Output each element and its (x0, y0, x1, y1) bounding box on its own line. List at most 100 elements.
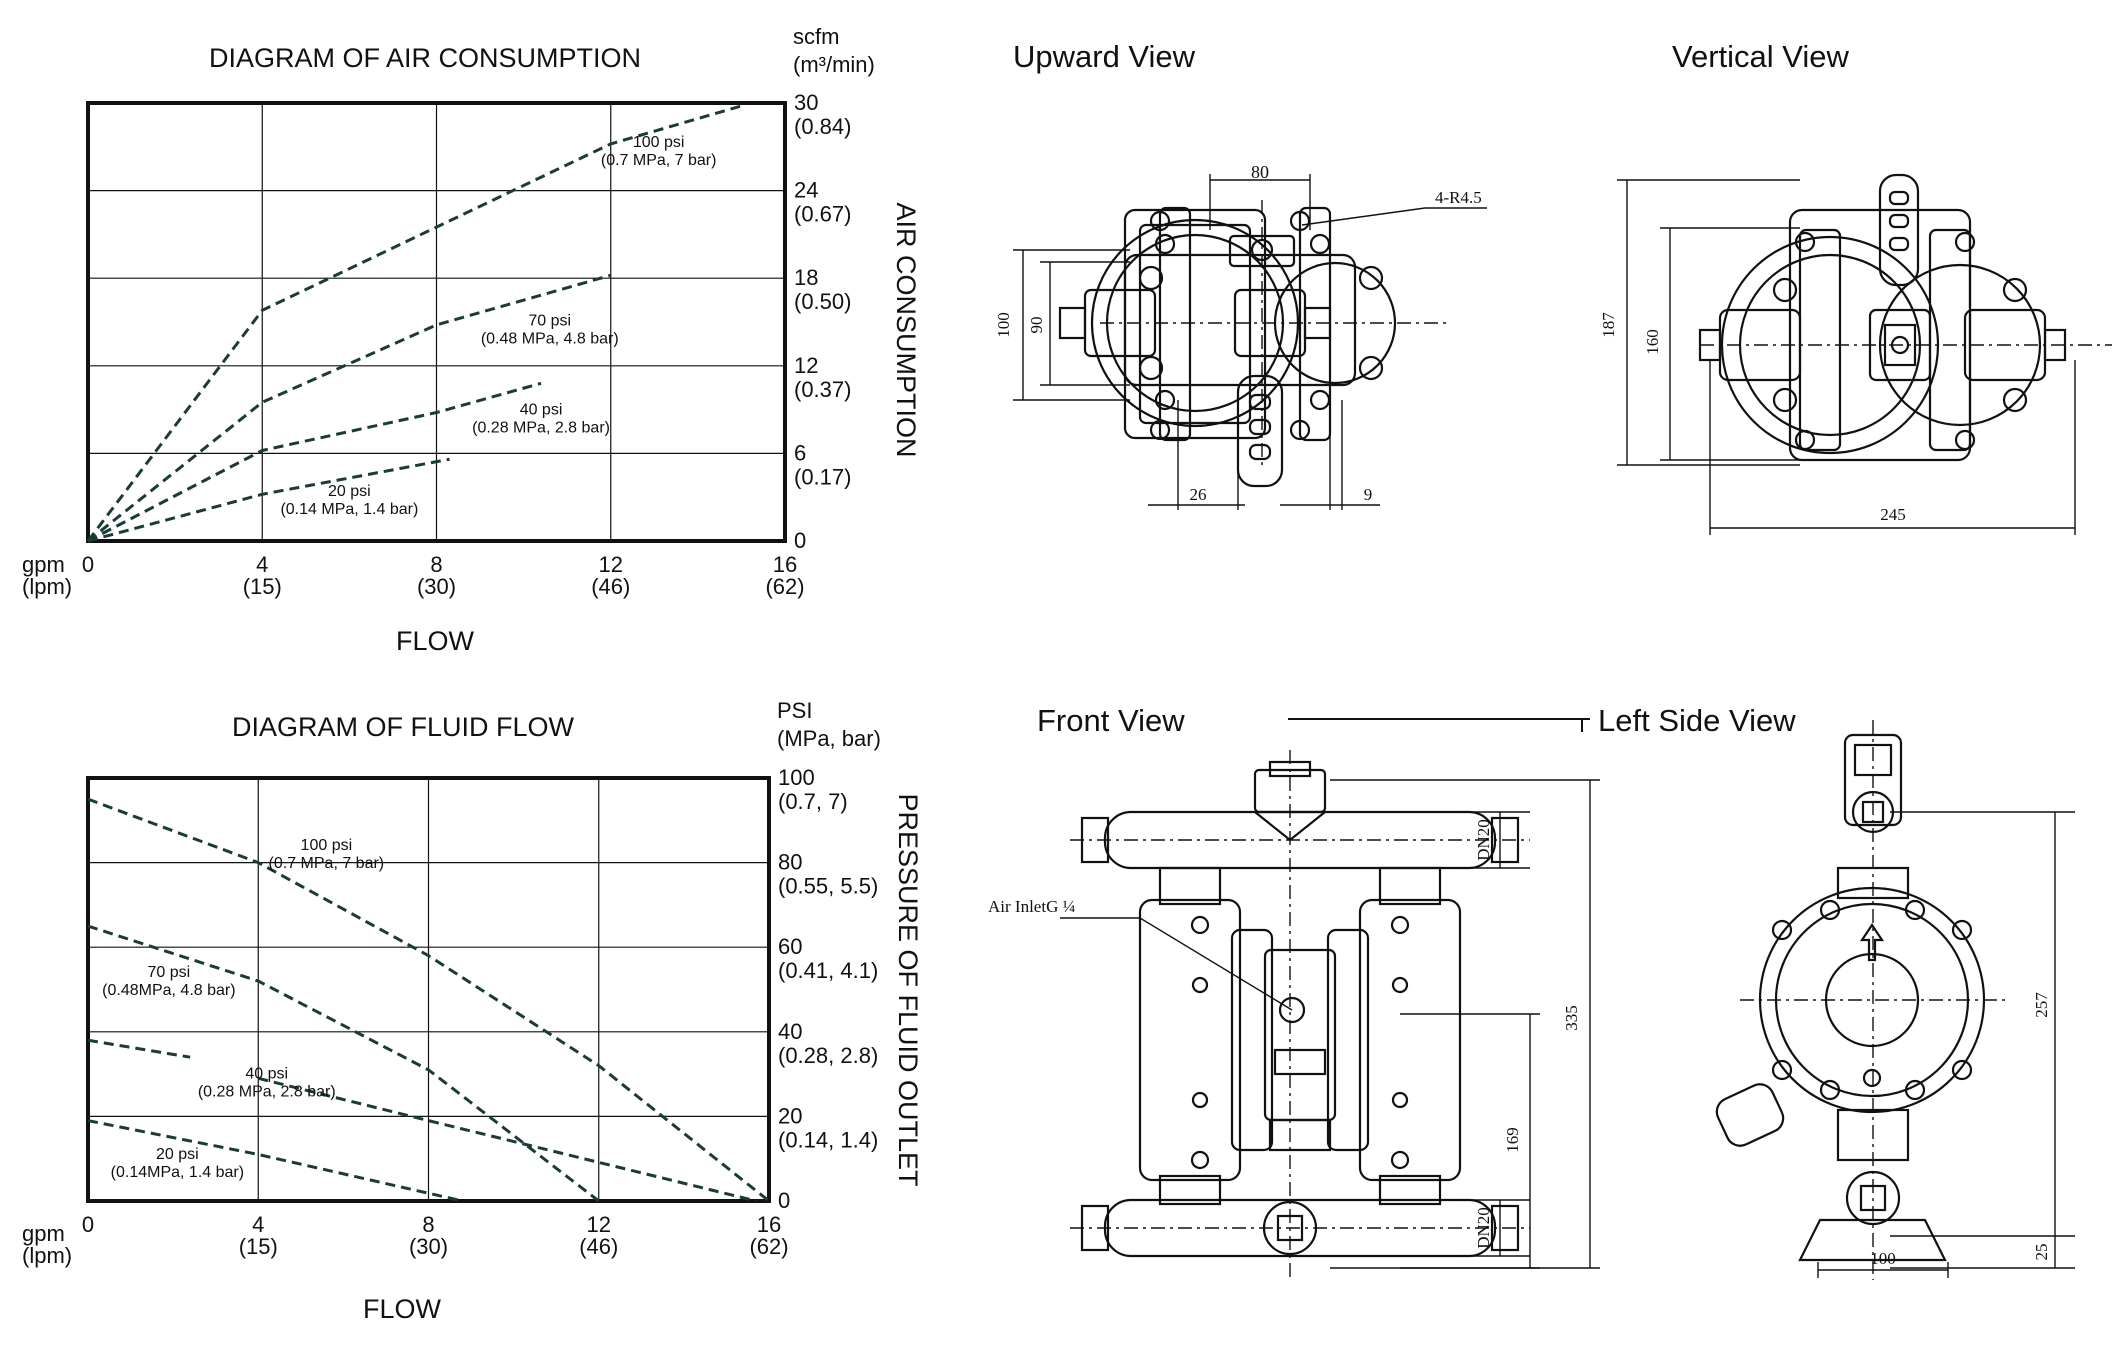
series-label: 70 psi (148, 964, 191, 981)
dim-160: 160 (1643, 329, 1662, 355)
x-tick-label: 16 (773, 552, 797, 577)
y-tick-label-metric: (0.17) (794, 464, 851, 489)
x-unit-top: gpm (22, 552, 65, 577)
x-tick-label: 4 (256, 552, 268, 577)
view-title: Vertical View (1672, 39, 1850, 74)
series-layer: 100 psi(0.7 MPa, 7 bar) 70 psi(0.48 MPa, … (86, 104, 742, 543)
y-tick-label: 0 (794, 528, 806, 553)
y-tick-label-metric: (0.28, 2.8) (778, 1043, 878, 1068)
y-tick-label: 20 (778, 1103, 802, 1128)
x-tick-label-metric: (46) (579, 1234, 618, 1259)
series-sublabel: (0.28 MPa, 2.8 bar) (472, 419, 610, 436)
series-label: 100 psi (301, 837, 353, 854)
y-tick-label: 12 (794, 353, 818, 378)
series-sublabel: (0.7 MPa, 7 bar) (269, 855, 385, 872)
y-unit-bottom: (MPa, bar) (777, 726, 881, 751)
series-label: 40 psi (245, 1066, 288, 1083)
dim-25: 25 (2032, 1244, 2051, 1261)
x-unit-bottom: (lpm) (22, 1243, 72, 1268)
y-tick-label-metric: (0.50) (794, 289, 851, 314)
vertical-view-drawing: Vertical View (1599, 39, 2112, 535)
x-tick-label-metric: (15) (243, 574, 282, 599)
dim-dn20-bottom: DN20 (1474, 1207, 1493, 1249)
chart-title: DIAGRAM OF FLUID FLOW (232, 712, 575, 742)
right-chamber (1358, 898, 1462, 1182)
chart-title: DIAGRAM OF AIR CONSUMPTION (209, 43, 641, 73)
front-view-drawing: Front View (988, 703, 1600, 1280)
left-side-view-drawing: Left Side View (1598, 703, 2075, 1280)
x-tick-label-metric: (62) (749, 1234, 788, 1259)
y-tick-label: 60 (778, 934, 802, 959)
pump-body (1123, 208, 1267, 440)
air-inlet-label: Air InletG ¼ (988, 897, 1076, 916)
y-tick-label-metric: (0.84) (794, 114, 851, 139)
air-valve (1263, 948, 1337, 1122)
x-tick-label-metric: (30) (417, 574, 456, 599)
series-label: 20 psi (328, 483, 371, 500)
dim-4-r45: 4-R4.5 (1435, 188, 1482, 207)
y-unit-top: scfm (793, 24, 839, 49)
series-line (86, 104, 742, 542)
series-line (87, 273, 612, 543)
air-consumption-chart: DIAGRAM OF AIR CONSUMPTION scfm (m³/min)… (22, 24, 921, 656)
y-unit-bottom: (m³/min) (793, 52, 875, 77)
y-unit-top: PSI (777, 698, 812, 723)
series-line (87, 381, 542, 543)
series-line (87, 1119, 463, 1203)
y-tick-label-metric: (0.37) (794, 377, 851, 402)
series-sublabel: (0.28 MPa, 2.8 bar) (198, 1084, 336, 1101)
y-tick-label: 80 (778, 850, 802, 875)
y-axis-label: AIR CONSUMPTION (891, 202, 921, 457)
grid (88, 103, 785, 541)
plot-frame (86, 101, 787, 543)
series-line (87, 797, 770, 1203)
x-tick-label-metric: (46) (591, 574, 630, 599)
dim-80: 80 (1251, 162, 1269, 182)
series-label: 100 psi (633, 134, 685, 151)
y-tick-label: 100 (778, 765, 815, 790)
x-tick-label: 12 (599, 552, 623, 577)
y-tick-label-metric: (0.55, 5.5) (778, 874, 878, 899)
dim-169: 169 (1503, 1127, 1522, 1153)
series-line (87, 457, 450, 543)
dim-90: 90 (1027, 317, 1046, 334)
y-tick-label-metric: (0.41, 4.1) (778, 958, 878, 983)
x-unit-bottom: (lpm) (22, 574, 72, 599)
series-label: 70 psi (528, 312, 571, 329)
muffler (1878, 173, 1920, 287)
series-sublabel: (0.7 MPa, 7 bar) (601, 152, 717, 169)
series-label: 20 psi (156, 1146, 199, 1163)
left-chamber (1138, 898, 1242, 1182)
y-tick-label-metric: (0.7, 7) (778, 789, 848, 814)
y-axis-label: PRESSURE OF FLUID OUTLET (893, 793, 923, 1186)
fluid-flow-chart: DIAGRAM OF FLUID FLOW PSI (MPa, bar) 100… (22, 698, 923, 1324)
muffler (1236, 374, 1284, 488)
y-tick-label-metric: (0.14, 1.4) (778, 1127, 878, 1152)
x-tick-label: 8 (430, 552, 442, 577)
y-tick-label-metric: (0.67) (794, 202, 851, 227)
dim-100: 100 (994, 312, 1013, 338)
x-tick-label: 4 (252, 1212, 264, 1237)
series-sublabel: (0.14MPa, 1.4 bar) (111, 1164, 244, 1181)
series-sublabel: (0.48 MPa, 4.8 bar) (481, 330, 619, 347)
view-title: Front View (1037, 703, 1185, 738)
dim-257: 257 (2032, 992, 2051, 1018)
y-tick-label: 24 (794, 178, 818, 203)
plot-frame (86, 776, 771, 1203)
grid (88, 778, 769, 1201)
series-label: 40 psi (520, 401, 563, 418)
dim-9: 9 (1364, 485, 1373, 504)
y-tick-label: 0 (778, 1188, 790, 1213)
dim-dn20-top: DN20 (1474, 819, 1493, 861)
x-axis-label: FLOW (363, 1294, 442, 1324)
series-sublabel: (0.48MPa, 4.8 bar) (102, 982, 235, 999)
dim-335: 335 (1562, 1005, 1581, 1031)
view-title: Left Side View (1598, 703, 1796, 738)
x-tick-label: 16 (757, 1212, 781, 1237)
y-tick-label: 40 (778, 1019, 802, 1044)
x-tick-label-metric: (30) (409, 1234, 448, 1259)
dim-187: 187 (1599, 312, 1618, 338)
